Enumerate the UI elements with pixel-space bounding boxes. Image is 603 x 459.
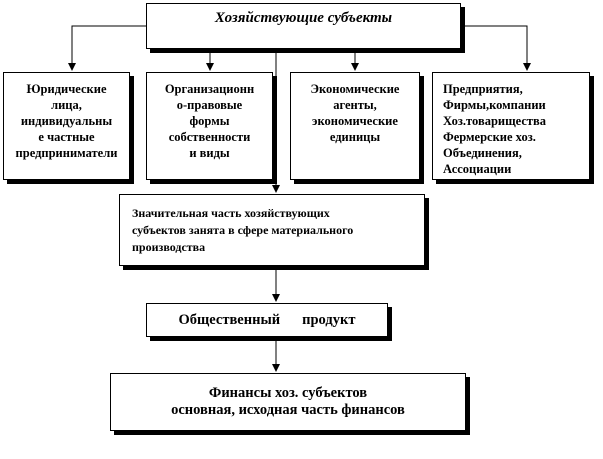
box3-line: экономические bbox=[312, 114, 398, 128]
box-social-product: Общественный продукт bbox=[146, 303, 388, 337]
box-legal-entities: Юридические лица, индивидуальны е частны… bbox=[3, 72, 130, 180]
box4-line: Ассоциации bbox=[443, 162, 512, 176]
box3-line: единицы bbox=[329, 130, 381, 144]
box4-line: Объединения, bbox=[443, 146, 522, 160]
box3-line: Экономические bbox=[310, 82, 400, 96]
product-word-2: продукт bbox=[302, 312, 356, 328]
product-word-1: Общественный bbox=[178, 312, 281, 328]
box1-line: е частные bbox=[38, 130, 95, 144]
box4-line: Предприятия, bbox=[443, 82, 523, 96]
finance-line: Финансы хоз. субъектов bbox=[208, 385, 368, 401]
box-enterprises: Предприятия, Фирмы,компании Хоз.товарище… bbox=[432, 72, 590, 180]
top-box-economic-entities: Хозяйствующие субъекты bbox=[146, 3, 461, 49]
box-economic-agents: Экономические агенты, экономические един… bbox=[290, 72, 420, 180]
box1-line: предприниматели bbox=[15, 146, 118, 160]
middle-line: субъектов занята в сфере материального bbox=[132, 223, 354, 237]
box-material-production: Значительная часть хозяйствующих субъект… bbox=[119, 194, 425, 266]
middle-line: производства bbox=[132, 240, 206, 254]
connector-top-right bbox=[461, 25, 531, 71]
box2-line: собственности bbox=[168, 130, 251, 144]
top-box-title: Хозяйствующие субъекты bbox=[214, 10, 393, 26]
box2-line: о-правовые bbox=[176, 98, 243, 112]
box2-line: формы bbox=[189, 114, 230, 128]
box4-line: Хоз.товарищества bbox=[443, 114, 547, 128]
middle-line: Значительная часть хозяйствующих bbox=[132, 206, 330, 220]
box2-line: Организационн bbox=[164, 82, 255, 96]
box-entity-finances: Финансы хоз. субъектов основная, исходна… bbox=[110, 373, 466, 431]
box2-line: и виды bbox=[189, 146, 230, 160]
connector-top-left bbox=[68, 25, 146, 71]
box1-line: лица, bbox=[51, 98, 82, 112]
box4-line: Фермерские хоз. bbox=[443, 130, 536, 144]
box1-line: индивидуальны bbox=[20, 114, 113, 128]
box1-line: Юридические bbox=[26, 82, 107, 96]
box-ownership-forms: Организационн о-правовые формы собственн… bbox=[146, 72, 273, 180]
box3-line: агенты, bbox=[333, 98, 377, 112]
box4-line: Фирмы,компании bbox=[443, 98, 546, 112]
finance-line: основная, исходная часть финансов bbox=[171, 402, 405, 418]
